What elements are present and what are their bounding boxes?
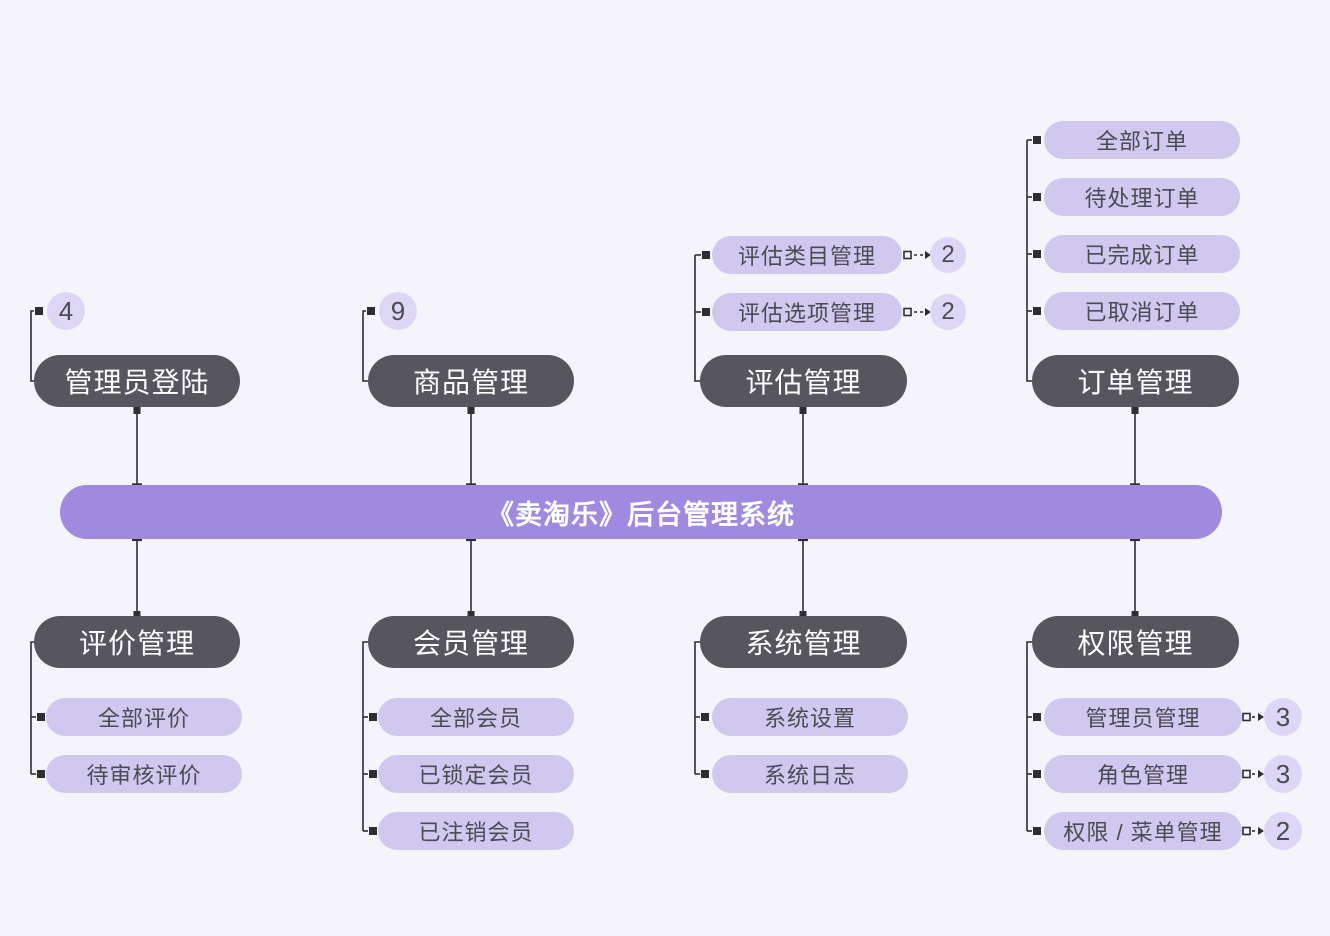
- pill-label: 已锁定会员: [418, 763, 534, 788]
- badge-value: 2: [1275, 815, 1291, 846]
- pill-label: 角色管理: [1096, 763, 1189, 788]
- node-member[interactable]: 会员管理: [368, 616, 574, 668]
- collapsed-count-badge-product[interactable]: 9: [379, 292, 417, 330]
- node-order-completed[interactable]: 已完成订单: [1044, 235, 1240, 273]
- pill-label: 管理员管理: [1085, 706, 1201, 731]
- node-system-logs[interactable]: 系统日志: [712, 755, 908, 793]
- pill-label: 评估选项管理: [737, 301, 876, 326]
- badge-value: 4: [58, 295, 74, 326]
- badge-value: 2: [941, 298, 955, 325]
- node-permission-menu[interactable]: 权限 / 菜单管理: [1044, 812, 1242, 850]
- collapsed-count-badge-permission-admins[interactable]: 3: [1264, 698, 1302, 736]
- collapsed-count-badge-evaluation-option[interactable]: 2: [930, 294, 966, 330]
- node-system-settings[interactable]: 系统设置: [712, 698, 908, 736]
- collapsed-count-badge-evaluation-category[interactable]: 2: [930, 237, 966, 273]
- node-order-pending[interactable]: 待处理订单: [1044, 178, 1240, 216]
- pill-label: 已取消订单: [1084, 300, 1200, 325]
- node-admin-login[interactable]: 管理员登陆: [34, 355, 240, 407]
- node-evaluation-option[interactable]: 评估选项管理: [712, 293, 902, 331]
- node-label: 会员管理: [412, 628, 529, 659]
- node-review-pending[interactable]: 待审核评价: [46, 755, 242, 793]
- node-review[interactable]: 评价管理: [34, 616, 240, 668]
- node-label: 系统管理: [745, 628, 862, 659]
- pill-label: 全部会员: [429, 706, 522, 731]
- pill-label: 全部评价: [97, 706, 190, 731]
- badge-value: 9: [390, 295, 406, 326]
- node-permission[interactable]: 权限管理: [1032, 616, 1239, 668]
- node-permission-roles[interactable]: 角色管理: [1044, 755, 1242, 793]
- node-label: 评估管理: [745, 367, 862, 398]
- node-system[interactable]: 系统管理: [700, 616, 907, 668]
- node-member-locked[interactable]: 已锁定会员: [378, 755, 574, 793]
- node-label: 管理员登陆: [64, 367, 210, 398]
- badge-value: 2: [941, 241, 955, 268]
- collapsed-count-badge-admin-login[interactable]: 4: [47, 292, 85, 330]
- pill-label: 权限 / 菜单管理: [1063, 820, 1223, 845]
- root-node[interactable]: 《卖淘乐》后台管理系统: [60, 485, 1222, 539]
- node-evaluation[interactable]: 评估管理: [700, 355, 907, 407]
- node-label: 权限管理: [1077, 628, 1194, 659]
- badge-value: 3: [1275, 701, 1291, 732]
- pill-label: 评估类目管理: [737, 244, 876, 269]
- node-order-cancelled[interactable]: 已取消订单: [1044, 292, 1240, 330]
- pill-label: 待处理订单: [1084, 186, 1200, 211]
- node-review-all[interactable]: 全部评价: [46, 698, 242, 736]
- root-node-label: 《卖淘乐》后台管理系统: [487, 499, 795, 530]
- pill-label: 全部订单: [1095, 129, 1188, 154]
- node-evaluation-category[interactable]: 评估类目管理: [712, 236, 902, 274]
- collapsed-count-badge-permission-roles[interactable]: 3: [1264, 755, 1302, 793]
- node-member-all[interactable]: 全部会员: [378, 698, 574, 736]
- collapsed-count-badge-permission-menu[interactable]: 2: [1264, 812, 1302, 850]
- node-label: 评价管理: [78, 628, 195, 659]
- node-product[interactable]: 商品管理: [368, 355, 574, 407]
- node-permission-admins[interactable]: 管理员管理: [1044, 698, 1242, 736]
- pill-label: 系统日志: [763, 763, 856, 788]
- node-label: 商品管理: [412, 367, 529, 398]
- badge-value: 3: [1275, 758, 1291, 789]
- pill-label: 待审核评价: [86, 763, 202, 788]
- node-label: 订单管理: [1077, 367, 1194, 398]
- node-member-deactivated[interactable]: 已注销会员: [378, 812, 574, 850]
- node-order-all[interactable]: 全部订单: [1044, 121, 1240, 159]
- pill-label: 已完成订单: [1084, 243, 1200, 268]
- node-order[interactable]: 订单管理: [1032, 355, 1239, 407]
- pill-label: 已注销会员: [418, 820, 534, 845]
- pill-label: 系统设置: [763, 706, 856, 731]
